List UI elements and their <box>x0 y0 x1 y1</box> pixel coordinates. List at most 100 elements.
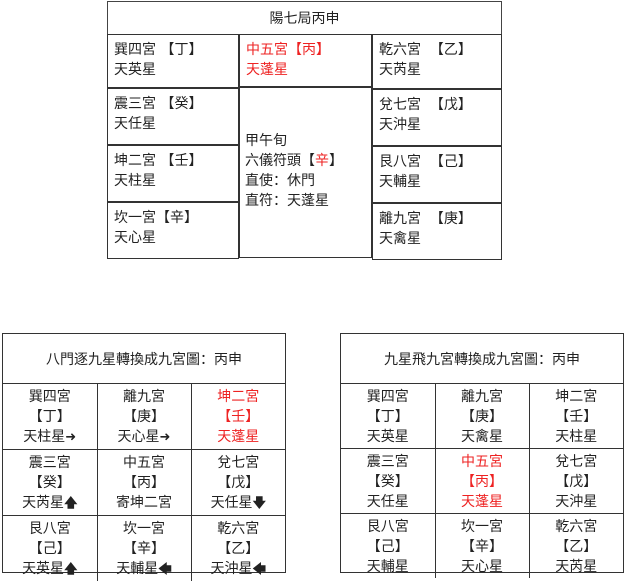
palace-stem: 【己】 <box>430 154 472 170</box>
palace-stem: 【丙】 <box>98 473 191 493</box>
palace-name: 乾六宮 <box>192 519 286 539</box>
palace-cell-xun4: 巽四宮 【丁】 天英星 <box>107 34 239 88</box>
palace-star: 天芮星 <box>379 62 421 78</box>
palace-name: 艮八宮 <box>379 154 421 170</box>
palace-stem: 【癸】 <box>3 473 97 493</box>
grid-cell-li9: 離九宮【庚】天禽星 <box>435 384 529 449</box>
palace-name: 乾六宮 <box>379 42 421 58</box>
grid-cell-kan1: 坎一宮【辛】天心星 <box>435 514 529 579</box>
palace-stem: 【丁】 <box>341 407 435 427</box>
palace-star: 天柱星 <box>530 427 624 447</box>
palace-stem: 【辛】 <box>436 537 529 557</box>
palace-star: 天心星 <box>118 429 160 445</box>
palace-stem: 【辛】 <box>156 210 198 226</box>
right-grid-table: 巽四宮【丁】天英星 離九宮【庚】天禽星 坤二宮【壬】天柱星 震三宮【癸】天任星 … <box>341 384 623 578</box>
grid-cell-kan1: 坎一宮【辛】天輔星🡄 <box>97 516 191 581</box>
palace-star: 天蓬星 <box>246 62 288 78</box>
right-grid-title-text: 九星飛九宮轉換成九宮圖：丙申 <box>384 349 580 369</box>
palace-stem: 【戊】 <box>530 472 624 492</box>
palace-name: 兌七宮 <box>530 452 624 472</box>
palace-star: 天禽星 <box>436 427 529 447</box>
grid-cell-zhong5: 中五宮【丙】寄坤二宮 <box>97 450 191 516</box>
palace-name: 艮八宮 <box>3 519 97 539</box>
fu-tou-label: 六儀符頭【 <box>245 153 315 169</box>
grid-cell-xun4: 巽四宮【丁】天柱星➜ <box>3 384 97 450</box>
palace-stem: 【戊】 <box>192 473 286 493</box>
palace-stem: 【戊】 <box>430 97 472 113</box>
palace-cell-zhong5: 中五宮【丙】 天蓬星 <box>239 34 372 88</box>
top-chart-title-text: 陽七局丙申 <box>270 8 340 28</box>
palace-cell-li9: 離九宮 【庚】 天禽星 <box>372 203 502 260</box>
arrow-left-icon: 🡄 <box>253 562 266 577</box>
palace-star: 天任星 <box>341 492 435 512</box>
palace-stem: 【癸】 <box>341 472 435 492</box>
arrow-right-icon: ➜ <box>160 430 171 445</box>
palace-star: 天芮星 <box>22 495 64 511</box>
palace-stem: 【乙】 <box>192 539 286 559</box>
palace-star: 天輔星 <box>379 174 421 190</box>
arrow-right-icon: ➜ <box>65 430 76 445</box>
palace-name: 艮八宮 <box>341 517 435 537</box>
palace-name: 坎一宮 <box>114 210 156 226</box>
palace-star: 天任星 <box>114 116 156 132</box>
palace-stem: 【己】 <box>341 537 435 557</box>
xun-label: 甲午旬 <box>245 133 287 149</box>
palace-star: 寄坤二宮 <box>98 493 191 513</box>
palace-name: 坎一宮 <box>98 519 191 539</box>
palace-star: 天沖星 <box>379 117 421 133</box>
grid-cell-zhen3: 震三宮【癸】天芮星🡅 <box>3 450 97 516</box>
grid-row: 艮八宮【己】天輔星 坎一宮【辛】天心星 乾六宮【乙】天芮星 <box>341 514 623 579</box>
palace-stem: 【丙】 <box>436 472 529 492</box>
fu-tou-line: 六儀符頭【辛】 <box>245 153 343 169</box>
palace-star: 天輔星 <box>341 557 435 577</box>
palace-name: 坤二宮 <box>114 153 156 169</box>
palace-star: 天英星 <box>341 427 435 447</box>
palace-stem: 【癸】 <box>160 96 202 112</box>
palace-stem: 【乙】 <box>430 42 472 58</box>
grid-cell-kun2: 坤二宮【壬】天蓬星 <box>191 384 285 450</box>
palace-name: 離九宮 <box>98 387 191 407</box>
grid-cell-gen8: 艮八宮【己】天英星🡅 <box>3 516 97 581</box>
palace-star: 天沖星 <box>530 492 624 512</box>
palace-star: 天蓬星 <box>192 427 286 447</box>
palace-stem: 【壬】 <box>192 407 286 427</box>
palace-star: 天柱星 <box>23 429 65 445</box>
palace-stem: 【庚】 <box>436 407 529 427</box>
palace-name: 巽四宮 <box>114 42 156 58</box>
grid-row: 艮八宮【己】天英星🡅 坎一宮【辛】天輔星🡄 乾六宮【乙】天沖星🡄 <box>3 516 285 581</box>
palace-cell-kun2: 坤二宮 【壬】 天柱星 <box>107 145 239 202</box>
palace-star: 天禽星 <box>379 231 421 247</box>
grid-cell-qian6: 乾六宮【乙】天芮星 <box>529 514 623 579</box>
arrow-left-icon: 🡄 <box>158 562 171 577</box>
palace-cell-dui7: 兌七宮 【戊】 天沖星 <box>372 89 502 146</box>
palace-name: 中五宮 <box>246 42 288 58</box>
palace-stem: 【辛】 <box>98 539 191 559</box>
palace-star: 天心星 <box>114 230 156 246</box>
grid-cell-zhong5: 中五宮【丙】天蓬星 <box>435 449 529 514</box>
grid-row: 震三宮【癸】天任星 中五宮【丙】天蓬星 兌七宮【戊】天沖星 <box>341 449 623 514</box>
palace-name: 震三宮 <box>3 453 97 473</box>
left-grid-title: 八門逐九星轉換成九宮圖：丙申 <box>3 334 285 384</box>
palace-name: 兌七宮 <box>379 97 421 113</box>
palace-cell-zhen3: 震三宮 【癸】 天任星 <box>107 88 239 145</box>
palace-name: 坎一宮 <box>436 517 529 537</box>
zhi-shi-label: 直使：休門 <box>245 173 315 189</box>
palace-stem: 【乙】 <box>530 537 624 557</box>
palace-stem: 【丁】 <box>160 42 202 58</box>
grid-row: 巽四宮【丁】天英星 離九宮【庚】天禽星 坤二宮【壬】天柱星 <box>341 384 623 449</box>
palace-name: 坤二宮 <box>530 387 624 407</box>
palace-name: 巽四宮 <box>3 387 97 407</box>
palace-stem: 【庚】 <box>430 211 472 227</box>
arrow-up-icon: 🡅 <box>64 562 77 577</box>
palace-star: 天芮星 <box>530 557 624 577</box>
arrow-down-icon: 🡇 <box>253 496 266 511</box>
palace-cell-kan1: 坎一宮【辛】 天心星 <box>107 202 239 259</box>
palace-cell-qian6: 乾六宮 【乙】 天芮星 <box>372 34 502 89</box>
palace-name: 震三宮 <box>114 96 156 112</box>
palace-stem: 【庚】 <box>98 407 191 427</box>
grid-cell-qian6: 乾六宮【乙】天沖星🡄 <box>191 516 285 581</box>
right-grid-title: 九星飛九宮轉換成九宮圖：丙申 <box>341 334 623 384</box>
palace-star: 天蓬星 <box>436 492 529 512</box>
top-chart-title: 陽七局丙申 <box>107 1 502 35</box>
palace-name: 巽四宮 <box>341 387 435 407</box>
